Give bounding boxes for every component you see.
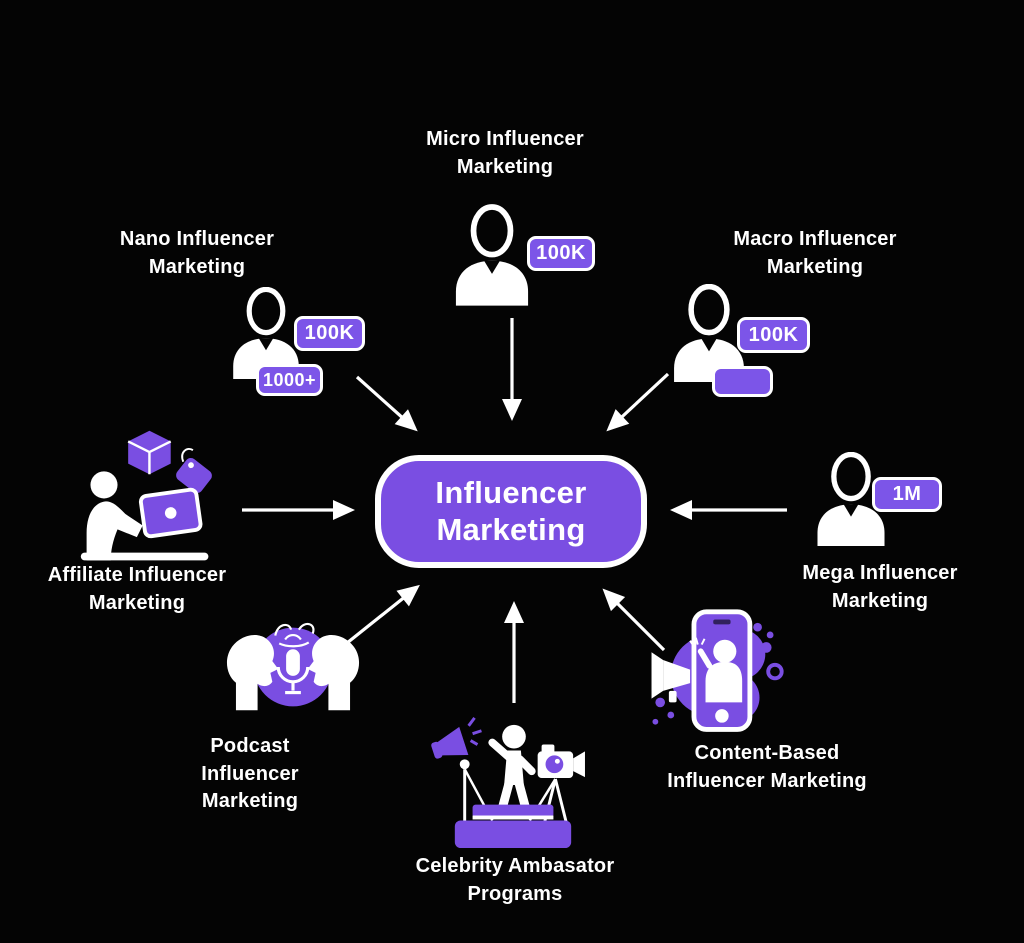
celebrity-stage-icon [431, 717, 585, 849]
follower-badge-nano-2: 1000+ [256, 364, 323, 396]
follower-badge-micro: 100K [527, 236, 595, 271]
node-label-affiliate: Affiliate Influencer Marketing [47, 564, 227, 614]
node-label-micro: Micro Influencer Marketing [426, 128, 584, 178]
node-label-podcast: Podcast Influencer Marketing [201, 735, 299, 813]
arrow-podcast-to-center [346, 584, 420, 645]
node-label-nano: Nano Influencer Marketing [119, 228, 275, 278]
node-label-content: Content-Based Influencer Marketing [667, 742, 867, 792]
person-icon [455, 204, 529, 306]
follower-badge-macro-blank [712, 366, 773, 397]
center-node-label: Influencer Marketing [435, 474, 587, 547]
follower-badge-mega: 1M [872, 477, 942, 512]
node-label-mega: Mega Influencer Marketing [802, 562, 958, 612]
follower-badge-nano: 100K [294, 316, 365, 351]
arrow-content-to-center [602, 588, 666, 652]
arrow-macro-to-center [606, 372, 670, 432]
podcast-faces-mic-icon [226, 622, 360, 711]
node-label-celebrity: Celebrity Ambasator Programs [415, 855, 615, 905]
node-label-macro: Macro Influencer Marketing [733, 228, 897, 278]
phone-content-icon [651, 609, 784, 732]
arrow-nano-to-center [355, 375, 418, 432]
follower-badge-macro: 100K [737, 317, 810, 353]
center-node: Influencer Marketing [375, 455, 647, 568]
person-icon [817, 452, 885, 546]
affiliate-laptop-icon [80, 430, 212, 561]
